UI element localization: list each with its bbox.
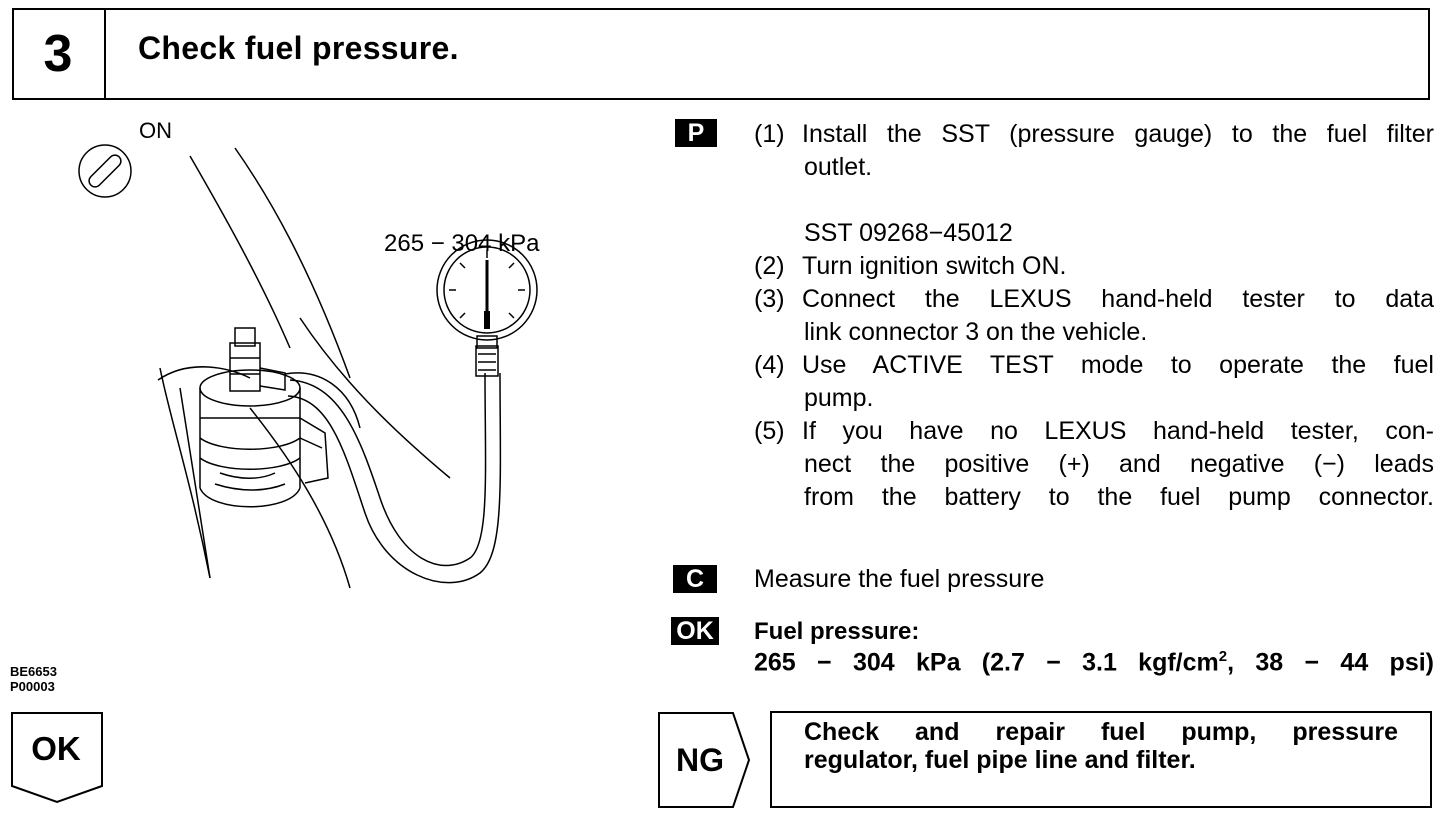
step-3-line-1: (3)Connect the LEXUS hand-held tester to… [754, 285, 1434, 313]
sst-number: SST 09268−45012 [804, 219, 1013, 247]
step-1-line-2: outlet. [804, 153, 873, 181]
step-3-line-2: link connector 3 on the vehicle. [804, 318, 1148, 346]
ng-result-arrow-shape [658, 712, 751, 808]
step-header-box [12, 8, 1430, 100]
c-marker: C [673, 565, 717, 593]
step-number: 3 [12, 8, 106, 100]
step-4-line-2: pump. [804, 384, 874, 412]
ok-spec-label: Fuel pressure: [754, 618, 920, 645]
ok-marker: OK [671, 617, 719, 645]
fuel-filter-gauge-illustration [157, 147, 538, 589]
switch-on-label: ON [139, 118, 172, 143]
ng-action-box [770, 711, 1432, 808]
step-1-line-1: (1)Install the SST (pressure gauge) to t… [754, 120, 1434, 148]
step-title: Check fuel pressure. [138, 30, 459, 66]
ok-spec-value: 265 − 304 kPa (2.7 − 3.1 kgf/cm2, 38 − 4… [754, 648, 1434, 677]
ok-result-arrow-shape [11, 712, 103, 804]
step-5-line-2: nect the positive (+) and negative (−) l… [804, 450, 1434, 478]
p-marker: P [675, 119, 717, 147]
ng-action-text: Check and repair fuel pump, pressure reg… [804, 718, 1398, 774]
ignition-switch-icon [78, 144, 132, 198]
gauge-pressure-label: 265 − 304 kPa [384, 230, 540, 257]
step-5-line-3: from the battery to the fuel pump connec… [804, 483, 1434, 511]
check-instruction: Measure the fuel pressure [754, 565, 1045, 593]
procedure-steps: (1)Install the SST (pressure gauge) to t… [754, 118, 1434, 514]
step-2-line-1: (2)Turn ignition switch ON. [754, 252, 1067, 280]
ng-result-label: NG [676, 742, 724, 778]
step-5-line-1: (5)If you have no LEXUS hand-held tester… [754, 417, 1434, 445]
ok-result-label: OK [31, 730, 81, 767]
step-4-line-1: (4)Use ACTIVE TEST mode to operate the f… [754, 351, 1434, 379]
figure-code: BE6653 P00003 [10, 664, 57, 694]
